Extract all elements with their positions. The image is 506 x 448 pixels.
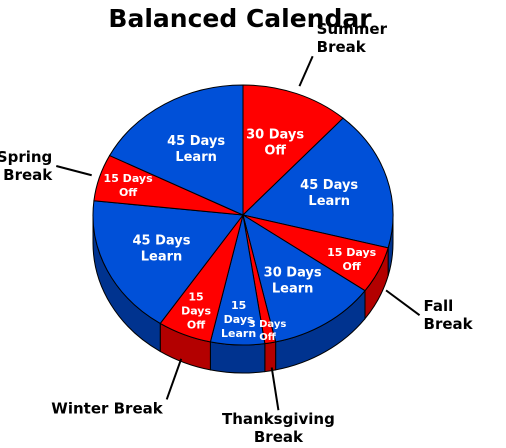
callout-label: Winter Break bbox=[51, 399, 163, 417]
pie-slice bbox=[242, 84, 344, 217]
pie-sides bbox=[92, 214, 394, 374]
callout-leader-line bbox=[56, 165, 92, 177]
pie-slices bbox=[92, 84, 394, 346]
callout-leader-line bbox=[385, 289, 421, 316]
callout-leader-line bbox=[298, 55, 314, 87]
pie-slice bbox=[242, 213, 366, 343]
callout-leader-line bbox=[165, 358, 183, 400]
pie-slice-side bbox=[209, 341, 266, 374]
callout-leader-line bbox=[270, 367, 280, 411]
chart-title: Balanced Calendar bbox=[108, 4, 372, 33]
pie-slice bbox=[108, 84, 244, 216]
pie-slice bbox=[241, 117, 394, 249]
pie-slice bbox=[92, 200, 244, 325]
pie-slice-side bbox=[264, 341, 277, 373]
